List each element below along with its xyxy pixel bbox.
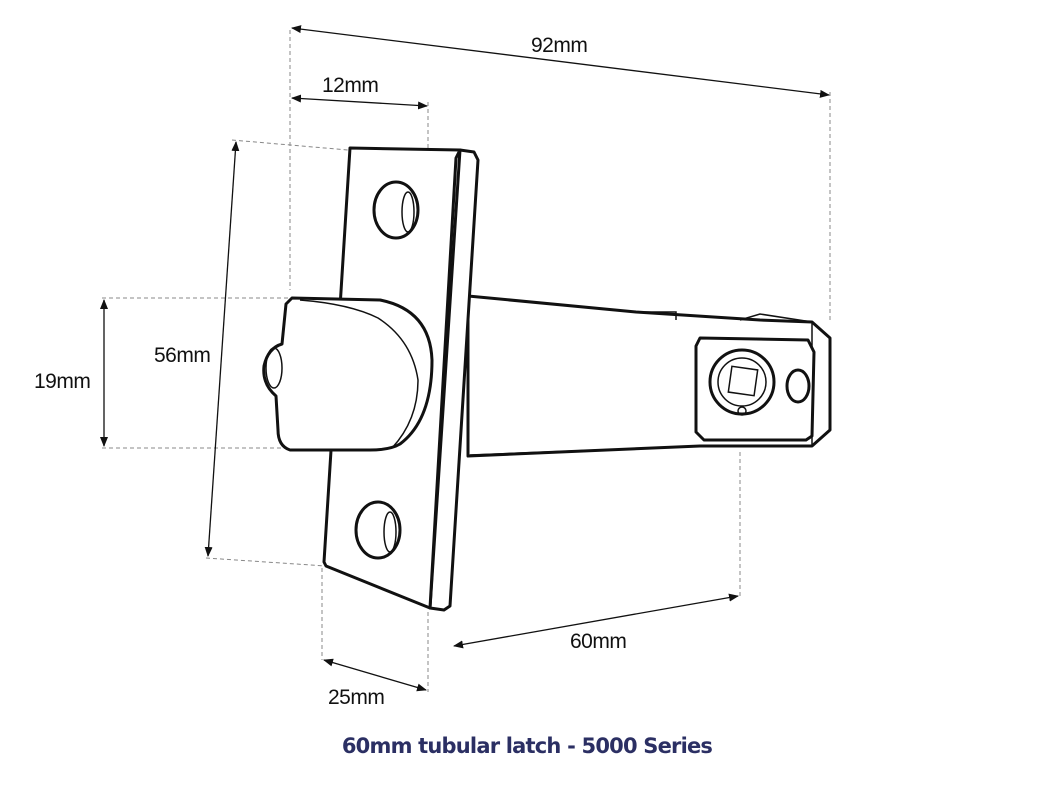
spindle-hub (694, 336, 816, 442)
extension-lines (102, 30, 831, 692)
label-56mm: 56mm (154, 344, 210, 367)
dim-92-arrow (291, 25, 830, 98)
dim-60-arrow (453, 593, 739, 649)
dim-56-arrow (204, 141, 240, 557)
dim-12-arrow (291, 94, 428, 110)
dim-25-arrow (323, 658, 427, 692)
label-92mm: 92mm (531, 34, 587, 57)
latch-bolt (262, 296, 434, 452)
diagram-caption: 60mm tubular latch - 5000 Series (341, 734, 713, 758)
dimension-arrows (100, 25, 830, 692)
label-60mm: 60mm (570, 630, 626, 653)
label-12mm: 12mm (322, 74, 378, 97)
label-19mm: 19mm (34, 370, 90, 393)
label-25mm: 25mm (328, 686, 384, 709)
